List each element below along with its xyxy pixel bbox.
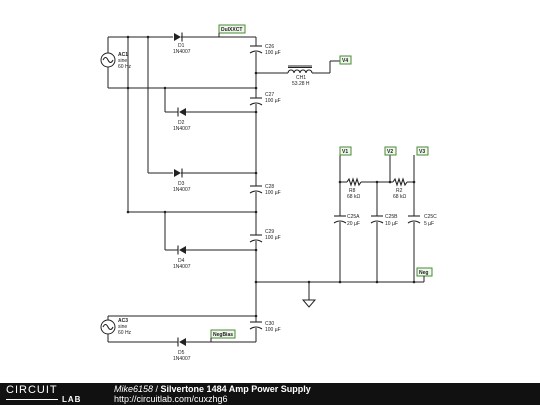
diode-d5: D5 1N4007 [172,337,191,362]
d4-part: 1N4007 [173,264,191,270]
circuit-info: Mike6158 / Silvertone 1484 Amp Power Sup… [114,384,311,404]
d5-name: D5 [178,350,185,356]
circuitlab-logo[interactable]: CIRCUIT LAB [6,384,94,404]
author-name[interactable]: Mike6158 [114,384,154,394]
title-separator: / [153,384,161,394]
c25c-value: 5 µF [424,221,434,227]
r2-value: 68 kΩ [393,194,406,200]
d2-part: 1N4007 [173,126,191,132]
diode-d4: D4 1N4007 [172,245,191,270]
c30-name: C30 [265,321,274,327]
ac-source-ac3: AC3 sine 60 Hz [100,318,132,336]
flag-v3: V3 [416,146,429,156]
c25a-name: C25A [347,214,360,220]
logo-circuit-strip-icon [6,399,58,400]
flag-v2-label: V2 [387,149,393,155]
ac1-freq: 60 Hz [118,64,132,70]
flag-v4-label: V4 [342,58,348,64]
c28-name: C28 [265,184,274,190]
r2-name: R2 [396,188,403,194]
c28-value: 100 µF [265,190,281,196]
c26-name: C26 [265,44,274,50]
flag-negbias: NegBias [210,329,236,342]
ac-source-ac1: AC1 sine 60 Hz [100,50,132,75]
flag-negbias-label: NegBias [213,332,233,338]
flag-neg: Neg [416,267,433,282]
diode-icon [174,169,181,177]
junction-dots [126,35,416,318]
c25c-name: C25C [424,214,437,220]
c25b-value: 10 µF [385,221,398,227]
ac1-wave: sine [118,58,127,64]
c30-value: 100 µF [265,327,281,333]
capacitor-c26: C26 100 µF [249,44,281,56]
ac1-name: AC1 [118,52,128,58]
flag-v2: V2 [384,146,397,156]
flag-v3-label: V3 [419,149,425,155]
d3-part: 1N4007 [173,187,191,193]
diode-icon [179,108,186,116]
footer-bar: CIRCUIT LAB Mike6158 / Silvertone 1484 A… [0,383,540,405]
capacitor-c29: C29 100 µF [249,229,281,243]
c27-value: 100 µF [265,98,281,104]
ground-icon [301,299,317,308]
r8-name: R8 [349,188,356,194]
capacitor-c27: C27 100 µF [249,92,281,106]
logo-bottom-text: LAB [62,395,82,404]
capacitor-c25c: C25C 5 µF [407,214,437,227]
d4-name: D4 [178,258,185,264]
d3-name: D3 [178,181,185,187]
diode-icon [179,246,186,254]
flag-dualxct: DulXXCT [218,24,246,37]
diode-d2: D2 1N4007 [172,107,191,132]
ch1-name: CH1 [296,75,306,81]
ac3-wave: sine [118,324,127,330]
flag-v1: V1 [339,146,352,156]
flag-v1-label: V1 [342,149,348,155]
capacitor-c25a: C25A 20 µF [333,214,360,227]
diode-d1: D1 1N4007 [173,32,191,55]
capacitor-c28: C28 100 µF [249,184,281,196]
resistor-r2: R2 68 kΩ [392,177,408,200]
flag-dualxct-label: DulXXCT [221,27,242,33]
schematic: AC1 sine 60 Hz AC3 sine 60 Hz D1 1N4007 … [100,24,437,362]
circuit-title: Silvertone 1484 Amp Power Supply [160,384,311,394]
c25b-name: C25B [385,214,398,220]
logo-bottom: LAB [6,395,94,404]
capacitor-c25b: C25B 10 µF [370,214,398,227]
inductor-ch1: CH1 53.28 H [287,65,313,87]
c29-value: 100 µF [265,235,281,241]
diode-icon [179,338,186,346]
ac3-freq: 60 Hz [118,330,132,336]
r8-value: 68 kΩ [347,194,360,200]
diode-icon [174,33,181,41]
ch1-value: 53.28 H [292,81,310,87]
circuit-url[interactable]: http://circuitlab.com/cuxzhg6 [114,394,228,404]
flag-neg-label: Neg [419,270,428,276]
capacitor-c30: C30 100 µF [249,321,281,333]
d1-name: D1 [178,43,185,49]
flag-v4: V4 [339,55,352,65]
d1-part: 1N4007 [173,49,191,55]
c27-name: C27 [265,92,274,98]
d2-name: D2 [178,120,185,126]
c29-name: C29 [265,229,274,235]
c26-value: 100 µF [265,50,281,56]
d5-part: 1N4007 [173,356,191,362]
logo-top-text: CIRCUIT [6,384,58,396]
ac3-name: AC3 [118,318,128,324]
wires [107,36,424,343]
resistor-r8: R8 68 kΩ [346,177,362,200]
c25a-value: 20 µF [347,221,360,227]
diode-d3: D3 1N4007 [173,168,191,193]
